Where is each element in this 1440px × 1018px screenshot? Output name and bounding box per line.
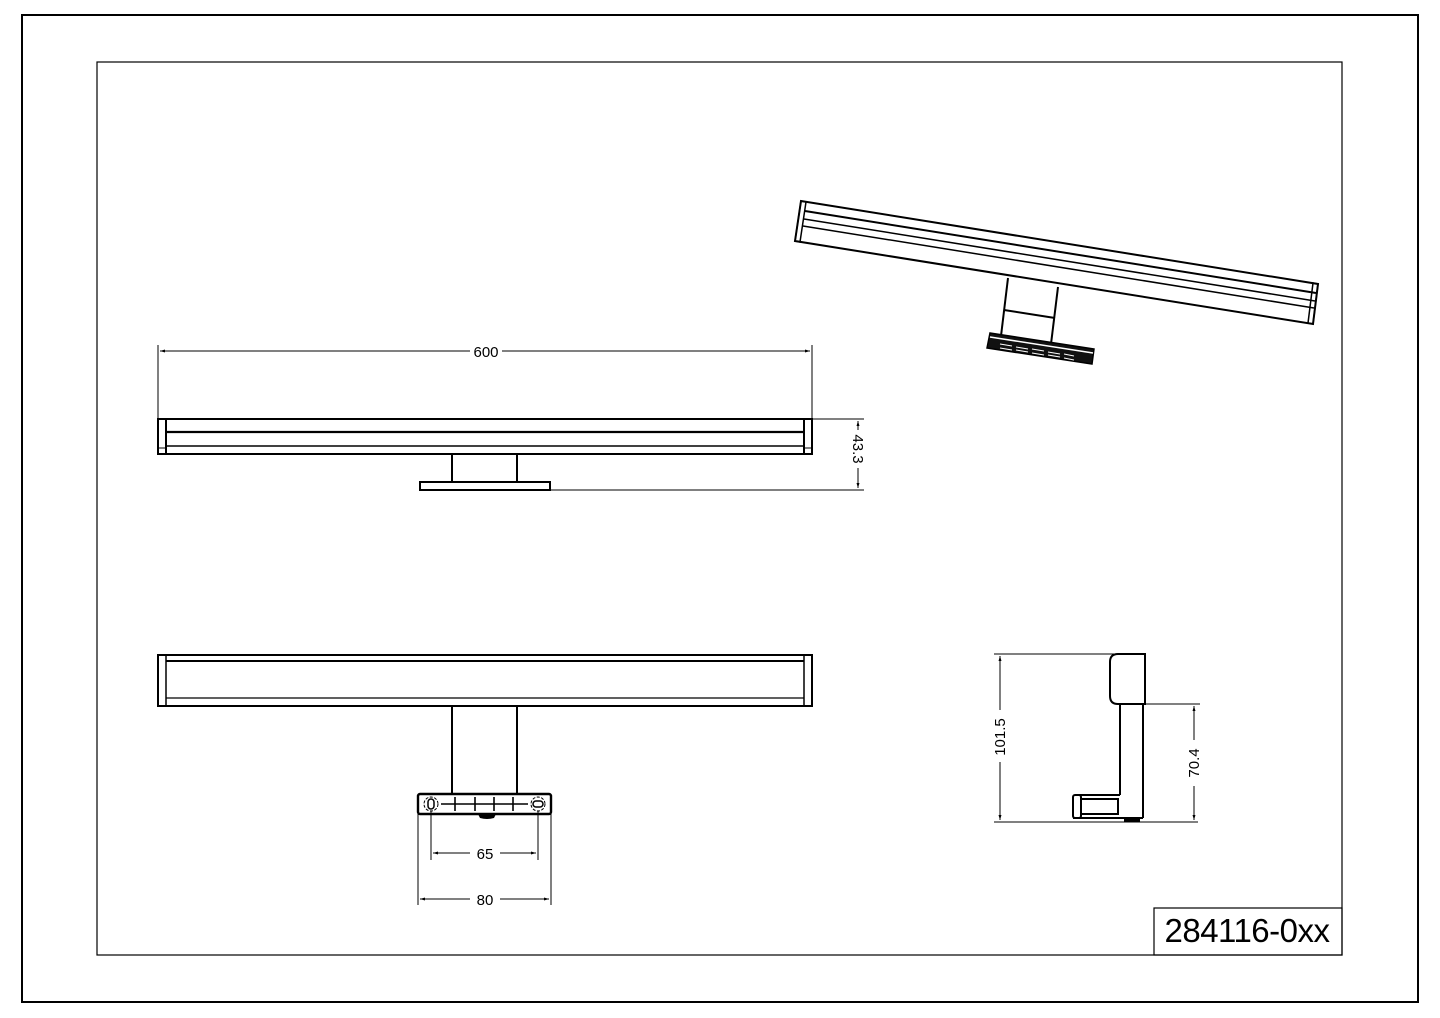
dim-101-5-label: 101.5 <box>992 718 1009 756</box>
dim-43-3-label: 43.3 <box>849 434 866 463</box>
outer-frame <box>21 14 1419 1003</box>
dim-80-label: 80 <box>477 892 494 909</box>
side-view: 101.5 70.4 <box>992 653 1203 823</box>
isometric-view <box>793 199 1320 365</box>
top-view: 65 80 <box>157 654 813 909</box>
title-block <box>1153 907 1343 956</box>
front-view: 600 43.3 <box>157 344 866 491</box>
mounting-hole-right <box>530 796 546 812</box>
part-number: 284116-0xx <box>1164 912 1330 949</box>
dim-70-4-label: 70.4 <box>1186 748 1203 777</box>
dim-600-label: 600 <box>473 344 498 361</box>
inner-frame <box>96 61 1343 956</box>
dim-65-label: 65 <box>477 846 494 863</box>
mounting-hole-left <box>423 796 439 812</box>
